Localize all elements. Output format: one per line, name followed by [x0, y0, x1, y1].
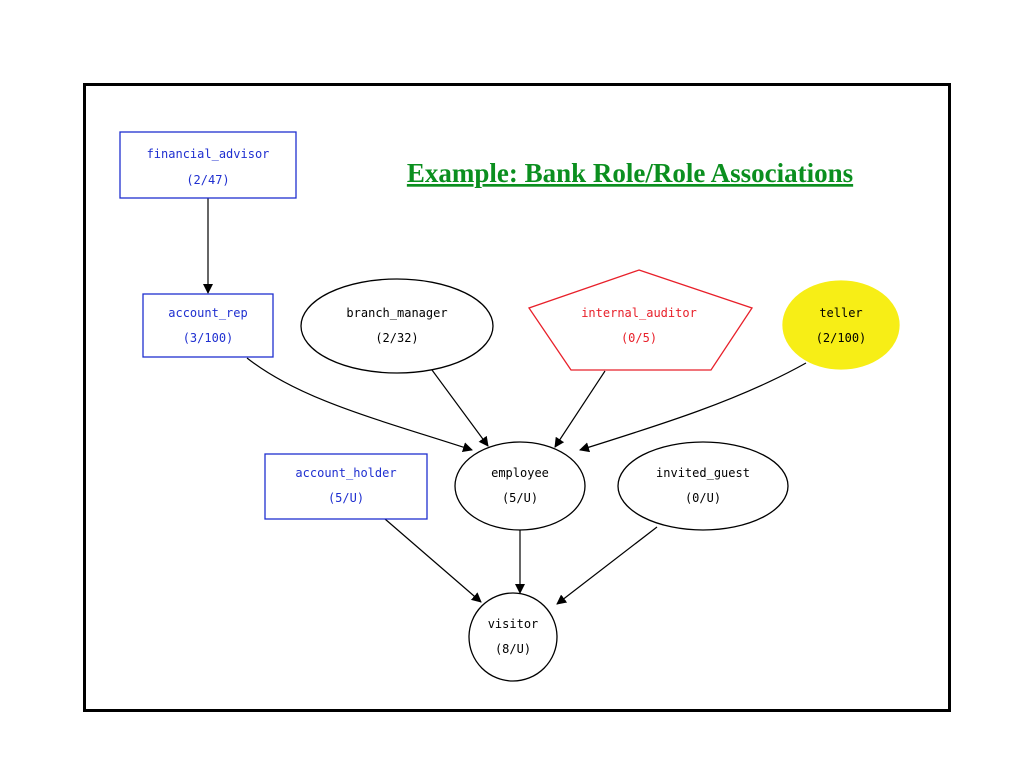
- node-teller-count: (2/100): [816, 331, 867, 345]
- edge-branch-manager-to-employee: [431, 369, 489, 447]
- node-account-holder-name: account_holder: [295, 466, 396, 480]
- node-account-rep-name: account_rep: [168, 306, 247, 320]
- node-financial-advisor-count: (2/47): [186, 173, 229, 187]
- edge-invited-guest-to-visitor: [556, 526, 658, 605]
- node-employee-count: (5/U): [502, 491, 538, 505]
- edge-teller-to-employee: [579, 362, 807, 453]
- node-internal-auditor-count: (0/5): [621, 331, 657, 345]
- node-teller: teller (2/100): [782, 280, 900, 370]
- node-branch-manager-count: (2/32): [375, 331, 418, 345]
- node-financial-advisor: financial_advisor (2/47): [119, 131, 297, 199]
- edge-account-rep-to-employee: [246, 357, 473, 452]
- node-account-holder-count: (5/U): [328, 491, 364, 505]
- node-employee: employee (5/U): [454, 441, 586, 531]
- node-branch-manager-name: branch_manager: [346, 306, 447, 320]
- node-visitor: visitor (8/U): [468, 592, 558, 682]
- node-invited-guest-count: (0/U): [685, 491, 721, 505]
- node-internal-auditor: internal_auditor (0/5): [527, 269, 754, 371]
- node-visitor-count: (8/U): [495, 642, 531, 656]
- node-account-rep-count: (3/100): [183, 331, 234, 345]
- node-visitor-name: visitor: [488, 617, 539, 631]
- node-financial-advisor-name: financial_advisor: [147, 147, 270, 161]
- node-branch-manager: branch_manager (2/32): [300, 278, 494, 374]
- node-internal-auditor-name: internal_auditor: [581, 306, 697, 320]
- diagram-title: Example: Bank Role/Role Associations: [407, 158, 853, 188]
- node-employee-name: employee: [491, 466, 549, 480]
- node-invited-guest: invited_guest (0/U): [617, 441, 789, 531]
- node-invited-guest-name: invited_guest: [656, 466, 750, 480]
- edge-account-holder-to-visitor: [384, 518, 482, 603]
- edges: [203, 198, 807, 605]
- node-account-rep: account_rep (3/100): [142, 293, 274, 358]
- node-account-holder: account_holder (5/U): [264, 453, 428, 520]
- edge-internal-auditor-to-employee: [554, 370, 606, 448]
- node-teller-name: teller: [819, 306, 862, 320]
